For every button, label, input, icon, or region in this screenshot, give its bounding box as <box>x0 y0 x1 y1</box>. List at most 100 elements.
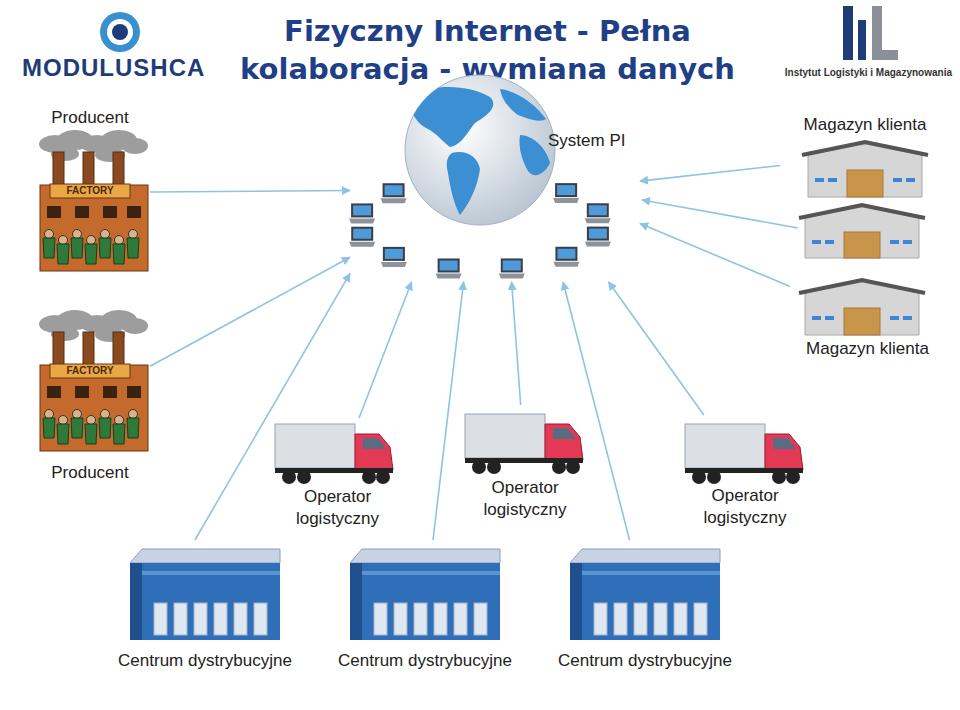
chimney <box>113 152 124 188</box>
worker-body <box>127 418 139 438</box>
factory-wall <box>40 365 148 451</box>
dc-door <box>594 603 607 635</box>
worker-body <box>127 238 139 258</box>
dc-door <box>454 603 467 635</box>
logo-bar <box>843 6 853 60</box>
truck-window <box>553 428 576 439</box>
worker-body <box>113 244 125 264</box>
dc-door <box>614 603 627 635</box>
chimney <box>53 152 64 188</box>
warehouse-window <box>812 316 821 320</box>
laptop-base <box>585 218 611 223</box>
truck-icon <box>275 420 395 485</box>
warehouse-window <box>812 240 821 244</box>
worker-head <box>45 410 54 419</box>
dc-node: Centrum dystrybucyjne <box>545 540 745 675</box>
laptop-screen <box>555 247 577 261</box>
dc-door <box>374 603 387 635</box>
truck-wheel <box>772 470 786 484</box>
chimney <box>83 332 94 368</box>
truck-icon <box>465 410 585 475</box>
truck-window <box>363 438 386 449</box>
dc-wall <box>350 563 500 640</box>
laptop-display <box>385 249 403 259</box>
dc-side <box>130 563 142 640</box>
connector-line <box>150 191 350 193</box>
chimney <box>83 152 94 188</box>
truck-wheel <box>552 460 566 474</box>
laptop-icon <box>349 227 375 247</box>
connector-line <box>433 282 464 540</box>
laptop-base <box>381 262 407 267</box>
worker-body <box>99 238 111 258</box>
laptop-icon <box>381 247 407 267</box>
worker-body <box>85 244 97 264</box>
factory-sign-text: FACTORY <box>50 364 130 378</box>
warehouse-window <box>825 240 834 244</box>
worker-head <box>129 410 138 419</box>
node-label: System PI <box>548 130 638 152</box>
factory-window <box>75 386 89 398</box>
laptop-icon <box>585 203 611 223</box>
truck-container <box>685 424 765 468</box>
truck-wheel <box>282 470 296 484</box>
laptop-icon <box>553 247 579 267</box>
dc-door <box>254 603 267 635</box>
factory-window <box>75 206 89 218</box>
laptop-icon <box>585 227 611 247</box>
truck-cab <box>765 434 803 470</box>
worker-body <box>113 424 125 444</box>
warehouse-window <box>893 178 902 182</box>
worker-head <box>59 416 68 425</box>
warehouse-window <box>825 316 834 320</box>
truck-wheel <box>472 460 486 474</box>
worker-head <box>101 230 110 239</box>
dc-door <box>434 603 447 635</box>
truck-wheel <box>487 460 501 474</box>
laptop-base <box>436 273 462 278</box>
connector-line <box>609 282 704 415</box>
dc-door <box>214 603 227 635</box>
warehouse-picture <box>799 280 925 335</box>
node-label: Operator logistyczny <box>460 477 590 521</box>
laptop-icon <box>381 183 407 203</box>
truck-picture <box>685 424 803 484</box>
connector-line <box>563 282 629 540</box>
warehouse-door <box>844 308 880 335</box>
truck-node: Operator logistyczny <box>680 415 810 530</box>
truck-picture <box>275 424 393 484</box>
laptop-screen <box>351 227 373 241</box>
truck-node: Operator logistyczny <box>275 418 400 530</box>
truck-wheel <box>566 460 580 474</box>
dc-icon <box>570 545 720 640</box>
truck-wheel <box>362 470 376 484</box>
connector-line <box>640 165 780 181</box>
dc-icon <box>130 545 280 640</box>
dc-door <box>674 603 687 635</box>
globe-land <box>411 87 550 215</box>
dc-icon <box>350 545 500 640</box>
dc-door <box>694 603 707 635</box>
laptop-base <box>499 273 525 278</box>
logo-ring <box>107 19 133 45</box>
worker-head <box>101 410 110 419</box>
factory-wall <box>40 185 148 271</box>
laptop-screen <box>555 183 577 197</box>
dc-door <box>654 603 667 635</box>
dc-stripe <box>582 571 720 575</box>
dc-picture <box>350 549 500 640</box>
warehouse-door <box>844 232 880 258</box>
warehouse-window <box>903 240 912 244</box>
warehouse-window <box>890 316 899 320</box>
dc-door <box>634 603 647 635</box>
warehouse-window <box>828 178 837 182</box>
factory-sign <box>50 184 130 198</box>
worker-body <box>57 424 69 444</box>
truck-cab <box>545 424 583 460</box>
node-label: Centrum dystrybucyjne <box>545 650 745 672</box>
laptop-display <box>353 229 371 239</box>
dc-door <box>194 603 207 635</box>
institute-name: Instytut Logistyki i Magazynowania <box>760 66 952 80</box>
chimney <box>113 332 124 368</box>
dc-door <box>394 603 407 635</box>
